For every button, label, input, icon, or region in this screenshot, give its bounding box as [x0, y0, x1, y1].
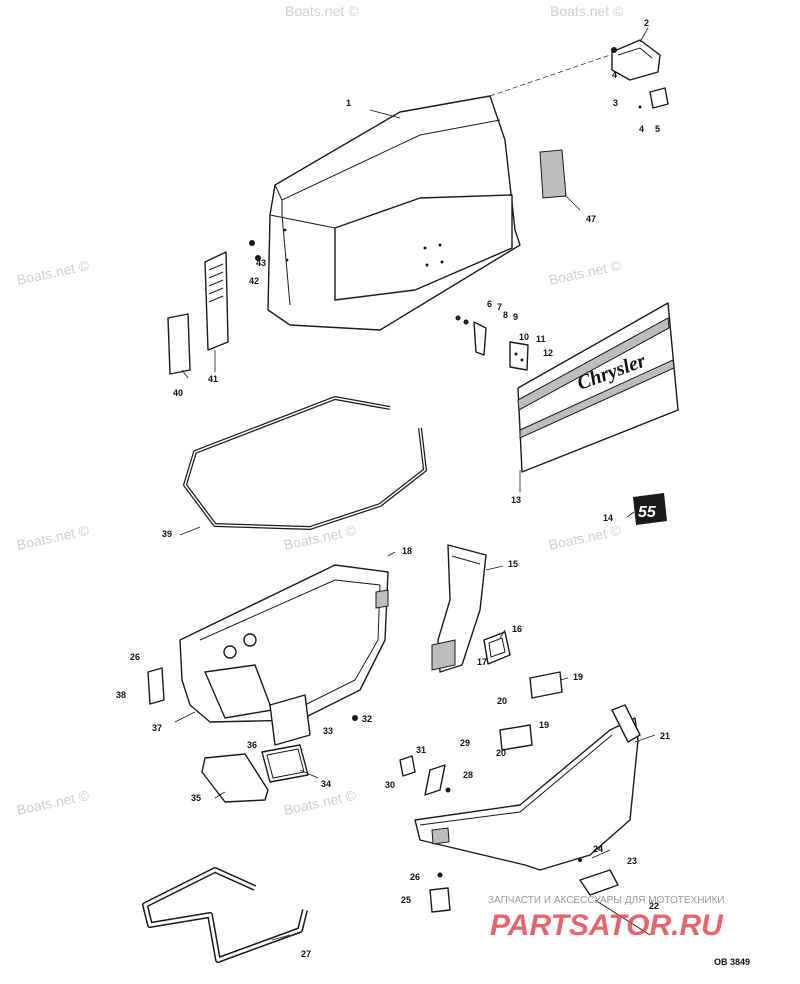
callout-19: 19 — [573, 672, 583, 682]
callout-10: 10 — [519, 332, 529, 342]
watermark: Boats.net © — [282, 787, 358, 818]
callout-21: 21 — [660, 731, 670, 741]
callout-25: 25 — [401, 895, 411, 905]
panel-33 — [269, 694, 311, 746]
callout-40: 40 — [173, 388, 183, 398]
callouts: 1 2 3 4 4 5 6 7 8 9 10 11 12 13 14 15 16… — [116, 18, 670, 959]
callout-32: 32 — [362, 714, 372, 724]
hood-seal — [183, 396, 427, 530]
callout-24: 24 — [593, 844, 603, 854]
callout-19: 19 — [539, 720, 549, 730]
store-banner-text: ЗАПЧАСТИ И АКСЕССУАРЫ ДЛЯ МОТОТЕХНИКИ — [488, 895, 725, 906]
decal-47 — [539, 149, 567, 199]
callout-3: 3 — [613, 98, 618, 108]
callout-26: 26 — [130, 652, 140, 662]
callout-4: 4 — [612, 70, 617, 80]
callout-23: 23 — [627, 856, 637, 866]
watermark: Boats.net © — [550, 3, 624, 19]
callout-13: 13 — [511, 495, 521, 505]
callout-26: 26 — [410, 872, 420, 882]
decal-40 — [167, 313, 191, 375]
callout-9: 9 — [513, 312, 518, 322]
engine-hood — [267, 54, 611, 331]
callout-18: 18 — [402, 546, 412, 556]
callout-5: 5 — [655, 124, 660, 134]
callout-2: 2 — [644, 18, 649, 28]
hardware-22-25 — [429, 858, 651, 936]
leader-lines — [174, 27, 656, 941]
callout-20: 20 — [496, 748, 506, 758]
side-decal: Chrysler — [517, 302, 679, 473]
hardware-28-32 — [352, 715, 451, 796]
callout-30: 30 — [385, 780, 395, 790]
hp-decal-text: 55 — [638, 504, 657, 521]
callout-16: 16 — [512, 624, 522, 634]
watermark: Boats.net © — [547, 522, 623, 553]
watermark: Boats.net © — [15, 257, 91, 288]
callout-38: 38 — [116, 690, 126, 700]
callout-22: 22 — [649, 901, 659, 911]
watermark: Boats.net © — [285, 3, 359, 19]
callout-11: 11 — [536, 334, 546, 344]
panel-35 — [201, 753, 269, 803]
vent-grille — [167, 240, 261, 375]
latch-bracket — [611, 39, 669, 109]
callout-35: 35 — [191, 793, 201, 803]
store-logo-text: PARTSATOR.RU — [490, 909, 724, 942]
callout-41: 41 — [208, 374, 218, 384]
seal-27 — [142, 867, 308, 963]
callout-15: 15 — [508, 559, 518, 569]
watermark: Boats.net © — [15, 522, 91, 553]
callout-1: 1 — [346, 98, 351, 108]
callout-12: 12 — [543, 348, 553, 358]
callout-37: 37 — [152, 723, 162, 733]
callout-31: 31 — [416, 745, 426, 755]
callout-42: 42 — [249, 276, 259, 286]
watermark: Boats.net © — [15, 787, 91, 818]
callout-8: 8 — [503, 310, 508, 320]
callout-7: 7 — [497, 302, 502, 312]
latch-38 — [147, 667, 165, 705]
callout-29: 29 — [460, 738, 470, 748]
callout-20: 20 — [497, 696, 507, 706]
drawing-number: OB 3849 — [714, 957, 750, 967]
hp-decal: 55 — [633, 493, 667, 525]
bracket-15 — [431, 544, 487, 673]
callout-39: 39 — [162, 529, 172, 539]
callout-34: 34 — [321, 779, 331, 789]
watermark: Boats.net © — [547, 257, 623, 288]
callout-27: 27 — [301, 949, 311, 959]
lower-cowl-right — [414, 671, 641, 871]
callout-33: 33 — [323, 726, 333, 736]
latch-hardware — [455, 315, 529, 371]
callout-47: 47 — [586, 214, 596, 224]
grommet-16 — [483, 631, 511, 665]
callout-36: 36 — [247, 740, 257, 750]
panel-34 — [261, 744, 309, 783]
callout-4: 4 — [639, 124, 644, 134]
callout-17: 17 — [477, 657, 487, 667]
store-branding: ЗАПЧАСТИ И АКСЕССУАРЫ ДЛЯ МОТОТЕХНИКИ PA… — [488, 895, 725, 942]
callout-6: 6 — [487, 299, 492, 309]
callout-28: 28 — [463, 770, 473, 780]
callout-43: 43 — [256, 258, 266, 268]
lower-cowl-left — [179, 564, 389, 723]
callout-14: 14 — [603, 513, 613, 523]
